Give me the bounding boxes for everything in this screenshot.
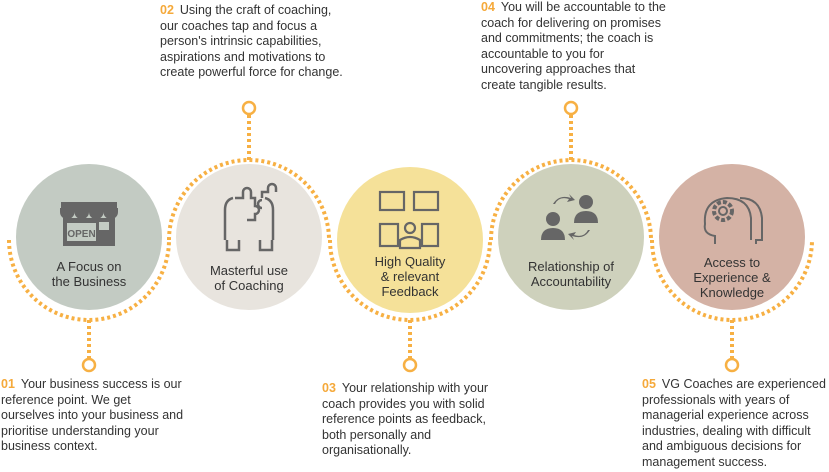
feedback-icon — [378, 190, 440, 250]
circle-5 — [659, 164, 805, 310]
dotted-arc-3 — [328, 239, 492, 322]
svg-text:OPEN: OPEN — [67, 229, 95, 240]
circle-3 — [337, 167, 483, 313]
node-dot-3 — [402, 357, 418, 373]
node-dot-4 — [563, 100, 579, 116]
accountability-icon — [541, 194, 598, 240]
head-gear-icon — [703, 196, 763, 244]
node-dot-1 — [81, 357, 97, 373]
open-shop-icon: OPEN — [60, 202, 118, 246]
dotted-arc-4 — [489, 158, 653, 241]
puzzle-hands-icon — [223, 182, 278, 252]
node-dot-2 — [241, 100, 257, 116]
dotted-arc-5 — [650, 239, 814, 322]
dotted-arc-1 — [7, 239, 171, 322]
dotted-arc-2 — [167, 158, 331, 241]
circle-2 — [176, 164, 322, 310]
node-dot-5 — [724, 357, 740, 373]
